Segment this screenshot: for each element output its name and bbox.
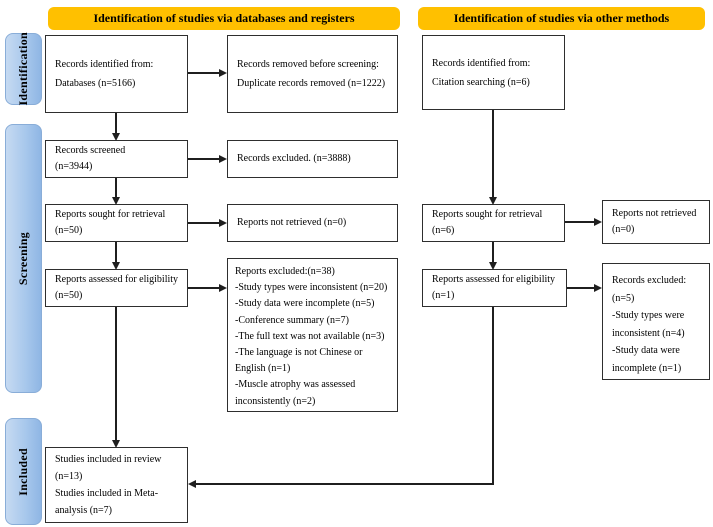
box-records-screened: Records screened (n=3944) bbox=[45, 140, 188, 178]
arrowhead-right-icon bbox=[219, 69, 227, 77]
box-text-line: (n=50) bbox=[55, 225, 83, 236]
box-text-line: -Study data were bbox=[612, 345, 680, 356]
box-text-line: Studies included in review bbox=[55, 454, 162, 465]
box-reports-assessed-other: Reports assessed for eligibility (n=1) bbox=[422, 269, 567, 307]
arrowhead-down-icon bbox=[489, 197, 497, 205]
box-text-line: Reports assessed for eligibility bbox=[432, 273, 556, 285]
box-text-line: (n=6) bbox=[432, 225, 455, 236]
box-records-excluded-databases: Records excluded. (n=3888) bbox=[227, 140, 398, 178]
box-records-excluded-other: Records excluded: (n=5) -Study types wer… bbox=[602, 263, 710, 380]
arrow-identified-to-screened bbox=[115, 113, 117, 133]
box-records-identified-databases: Records identified from: Databases (n=51… bbox=[45, 35, 188, 113]
box-text-line: inconsistently (n=2) bbox=[235, 395, 316, 407]
box-text-line: (n=3944) bbox=[55, 161, 93, 172]
banner-databases-label: Identification of studies via databases … bbox=[93, 11, 355, 25]
box-text-line: Records excluded. (n=3888) bbox=[237, 152, 351, 164]
arrow-screened-to-excluded bbox=[188, 158, 219, 160]
box-text-line: English (n=1) bbox=[235, 363, 291, 375]
stage-label-included: Included bbox=[16, 447, 30, 496]
box-text-line: incomplete (n=1) bbox=[612, 362, 682, 374]
box-text-line: Records identified from: bbox=[55, 59, 154, 70]
arrow-sought-to-not-retrieved bbox=[188, 222, 219, 224]
box-text-line: (n=13) bbox=[55, 471, 83, 482]
arrowhead-right-icon bbox=[594, 218, 602, 226]
box-text-line: Reports sought for retrieval bbox=[432, 208, 543, 220]
box-text-line: -Study types were bbox=[612, 310, 685, 321]
box-text-line: -Muscle atrophy was assessed bbox=[235, 379, 356, 391]
arrow-sought-to-not-retrieved-other bbox=[565, 221, 594, 223]
box-text-line: (n=5) bbox=[612, 292, 635, 304]
box-text-line: Citation searching (n=6) bbox=[432, 76, 530, 88]
arrow-screened-to-sought bbox=[115, 178, 117, 197]
box-text-line: (n=1) bbox=[432, 290, 455, 301]
box-text-line: Records excluded: bbox=[612, 275, 687, 286]
banner-other-label: Identification of studies via other meth… bbox=[453, 11, 670, 25]
box-text-line: Studies included in Meta- bbox=[55, 488, 159, 499]
box-text-line: Records removed before screening: bbox=[237, 59, 379, 70]
stage-tab-identification: Identification bbox=[5, 32, 42, 106]
arrowhead-right-icon bbox=[594, 284, 602, 292]
arrow-assessed-to-excluded bbox=[188, 287, 219, 289]
stage-tab-included: Included bbox=[5, 418, 42, 525]
arrowhead-left-icon bbox=[188, 480, 196, 488]
arrowhead-down-icon bbox=[112, 262, 120, 270]
box-reports-excluded-databases: Reports excluded:(n=38) -Study types wer… bbox=[227, 258, 398, 412]
box-text-line: inconsistent (n=4) bbox=[612, 327, 685, 339]
arrowhead-right-icon bbox=[219, 219, 227, 227]
box-records-identified-citation: Records identified from: Citation search… bbox=[422, 35, 565, 110]
box-text-line: -Study types were inconsistent (n=20) bbox=[235, 282, 388, 294]
box-reports-sought-other: Reports sought for retrieval (n=6) bbox=[422, 204, 565, 242]
box-text-line: Databases (n=5166) bbox=[55, 78, 136, 89]
box-text-line: Reports assessed for eligibility bbox=[55, 273, 179, 285]
box-text-line: -Study data were incomplete (n=5) bbox=[235, 298, 375, 310]
box-text-line: Reports excluded:(n=38) bbox=[235, 266, 335, 277]
box-text-line: Duplicate records removed (n=1222) bbox=[237, 78, 386, 89]
arrow-other-to-included-horizontal bbox=[196, 483, 494, 485]
box-text-line: Records identified from: bbox=[432, 57, 531, 69]
box-studies-included: Studies included in review (n=13) Studie… bbox=[45, 447, 188, 523]
box-text-line: -The full text was not available (n=3) bbox=[235, 330, 385, 342]
box-text-line: (n=0) bbox=[612, 224, 635, 235]
box-text-line: Reports sought for retrieval bbox=[55, 208, 166, 220]
box-text-line: -Conference summary (n=7) bbox=[235, 314, 349, 326]
arrowhead-right-icon bbox=[219, 155, 227, 163]
box-text-line: Reports not retrieved (n=0) bbox=[237, 216, 347, 228]
arrowhead-down-icon bbox=[489, 262, 497, 270]
arrow-assessed-to-included bbox=[115, 307, 117, 440]
stage-label-identification: Identification bbox=[16, 32, 30, 106]
box-text-line: analysis (n=7) bbox=[55, 505, 113, 516]
box-reports-not-retrieved-databases: Reports not retrieved (n=0) bbox=[227, 204, 398, 242]
box-reports-not-retrieved-other: Reports not retrieved (n=0) bbox=[602, 200, 710, 244]
stage-label-screening: Screening bbox=[16, 231, 30, 286]
arrowhead-right-icon bbox=[219, 284, 227, 292]
banner-databases-registers: Identification of studies via databases … bbox=[48, 7, 400, 30]
arrow-other-to-included-vertical bbox=[492, 307, 494, 485]
box-text-line: (n=50) bbox=[55, 290, 83, 301]
box-text-line: Records screened bbox=[55, 144, 126, 156]
arrow-sought-to-assessed bbox=[115, 242, 117, 262]
banner-other-methods: Identification of studies via other meth… bbox=[418, 7, 705, 30]
box-text-line: -The language is not Chinese or bbox=[235, 347, 363, 359]
stage-tab-screening: Screening bbox=[5, 124, 42, 393]
arrowhead-down-icon bbox=[112, 133, 120, 141]
box-records-removed-before-screening: Records removed before screening: Duplic… bbox=[227, 35, 398, 113]
arrowhead-down-icon bbox=[112, 197, 120, 205]
arrow-identified-to-removed bbox=[188, 72, 219, 74]
box-reports-sought-databases: Reports sought for retrieval (n=50) bbox=[45, 204, 188, 242]
box-text-line: Reports not retrieved bbox=[612, 207, 697, 219]
arrow-assessed-to-excluded-other bbox=[567, 287, 594, 289]
arrow-citation-to-sought bbox=[492, 110, 494, 197]
arrowhead-down-icon bbox=[112, 440, 120, 448]
arrow-sought-to-assessed-other bbox=[492, 242, 494, 262]
box-reports-assessed-databases: Reports assessed for eligibility (n=50) bbox=[45, 269, 188, 307]
